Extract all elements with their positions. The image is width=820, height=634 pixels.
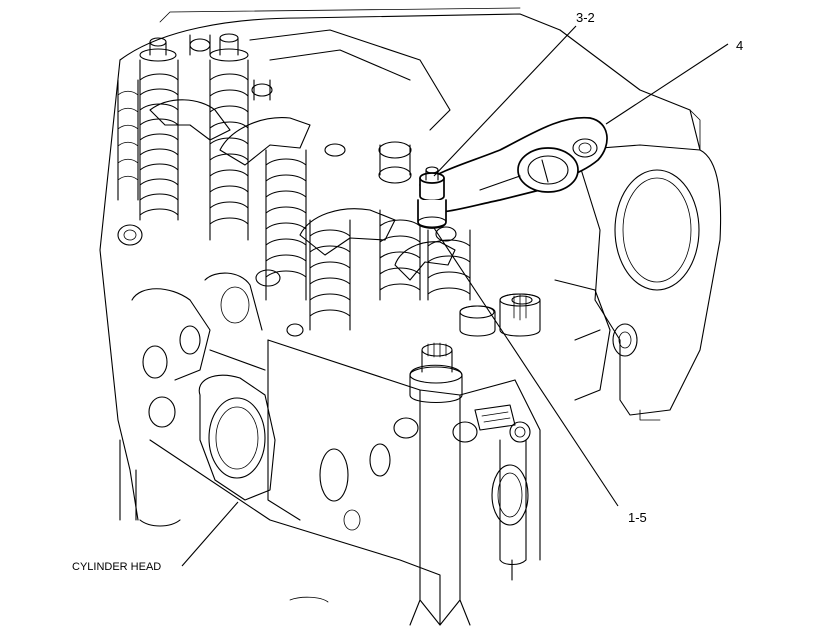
front-port — [198, 374, 391, 531]
right-front-port — [491, 421, 531, 526]
valve-springs-left — [117, 33, 471, 331]
leader-3-2 — [433, 25, 577, 177]
callout-4: 4 — [736, 38, 743, 53]
cylinder-head-block — [99, 7, 701, 626]
rocker-arm-assembly — [417, 116, 608, 229]
callout-1-5: 1-5 — [628, 510, 647, 525]
leader-cylinder-head — [181, 501, 239, 567]
injector-area — [393, 342, 516, 443]
callout-cylinder-head: CYLINDER HEAD — [72, 561, 161, 573]
left-side-ports — [131, 272, 266, 428]
leader-lines — [181, 25, 729, 567]
leader-4 — [605, 43, 729, 125]
callout-3-2: 3-2 — [576, 10, 595, 25]
leader-1-5 — [433, 227, 619, 507]
rocker-arms-rear — [117, 29, 457, 337]
studs-right — [459, 279, 611, 401]
end-plate — [574, 109, 722, 421]
